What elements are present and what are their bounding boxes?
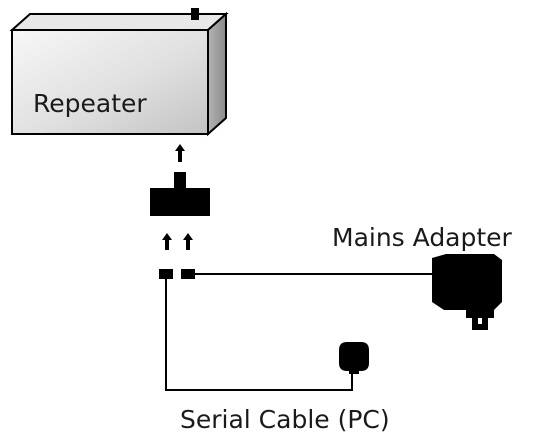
repeater-box: Repeater xyxy=(9,8,229,137)
serial-plug-icon xyxy=(339,342,369,374)
up-arrow-icon xyxy=(162,233,172,250)
serial-plug-end xyxy=(159,269,173,279)
repeater-antenna xyxy=(191,8,199,20)
repeater-box-front xyxy=(11,29,209,135)
mains-adapter-icon xyxy=(432,254,502,330)
repeater-label: Repeater xyxy=(33,89,147,118)
connector-block xyxy=(150,172,210,216)
repeater-box-side xyxy=(207,11,227,137)
serial-cable xyxy=(165,279,353,391)
power-plug-end xyxy=(181,269,195,279)
mains-adapter-label: Mains Adapter xyxy=(332,223,513,252)
up-arrow-icon xyxy=(183,233,193,250)
up-arrow-icon xyxy=(175,144,185,162)
serial-cable-label: Serial Cable (PC) xyxy=(180,405,390,434)
